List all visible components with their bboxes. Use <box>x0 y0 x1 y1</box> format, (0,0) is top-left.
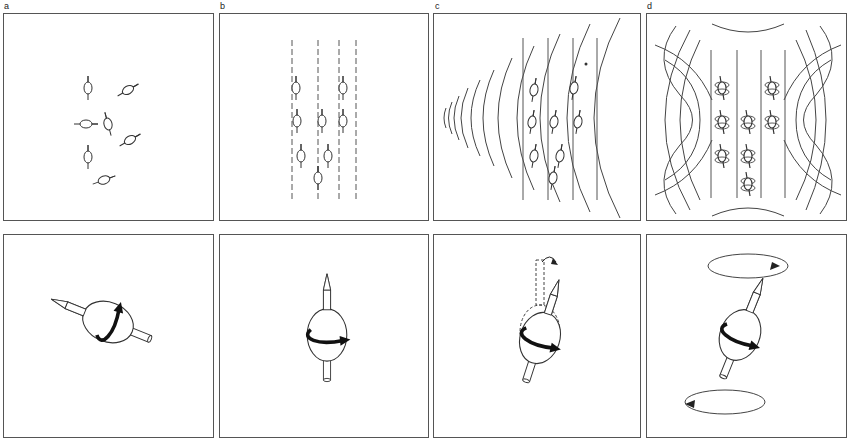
panel-letter: b <box>219 1 226 11</box>
panel-letter: c <box>434 1 441 11</box>
panel-letter: d <box>646 1 653 11</box>
panel-letter: a <box>3 1 10 11</box>
